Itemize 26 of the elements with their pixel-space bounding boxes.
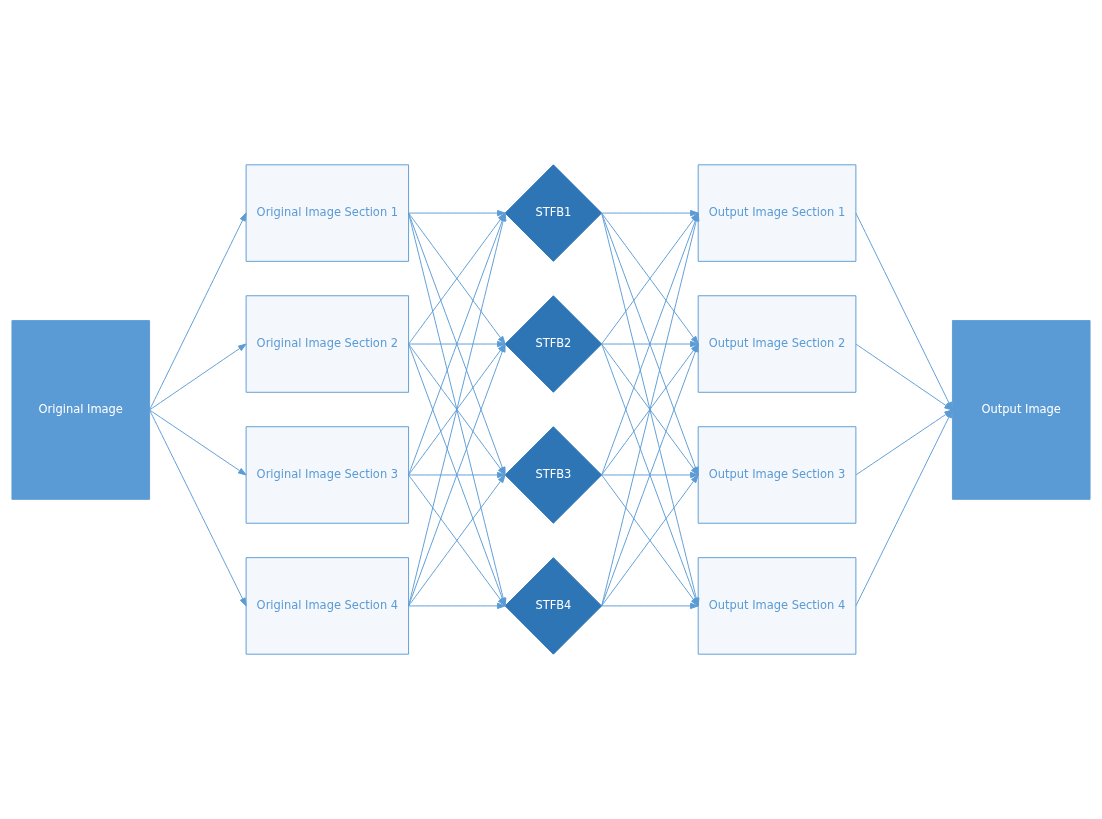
node-diamond: STFB4 — [504, 557, 603, 655]
arrow — [601, 602, 699, 610]
node-box: Output Image — [951, 320, 1091, 500]
node-diamond: STFB2 — [504, 295, 603, 393]
node-diamond: STFB3 — [504, 426, 603, 524]
node-box: Original Image Section 4 — [245, 557, 410, 655]
node-box: Original Image Section 2 — [245, 295, 410, 393]
arrow — [601, 209, 699, 217]
arrow — [149, 409, 247, 476]
arrow — [408, 209, 506, 217]
node-box: Output Image Section 2 — [697, 295, 857, 393]
node-box: Original Image Section 1 — [245, 164, 410, 262]
arrow — [149, 212, 247, 411]
node-box: Output Image Section 3 — [697, 426, 857, 524]
arrow — [149, 343, 247, 411]
arrow — [149, 409, 247, 607]
arrow — [408, 602, 506, 610]
node-box: Original Image Section 3 — [245, 426, 410, 524]
node-diamond: STFB1 — [504, 164, 603, 262]
node-box: Original Image — [11, 320, 151, 500]
node-box: Output Image Section 4 — [697, 557, 857, 655]
arrow — [408, 340, 506, 348]
arrow — [601, 340, 699, 348]
arrow — [408, 471, 506, 479]
arrow — [601, 471, 699, 479]
node-box: Output Image Section 1 — [697, 164, 857, 262]
